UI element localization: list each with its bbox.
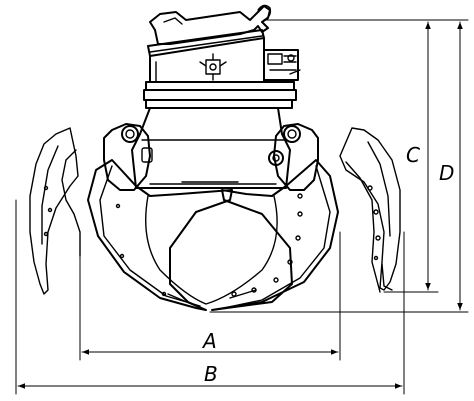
open-jaw-right: [339, 127, 401, 293]
grapple-body: [103, 107, 319, 191]
dimension-lines: [15, 19, 469, 395]
dimension-label-a: A: [201, 329, 217, 353]
dimension-label-b: B: [204, 362, 218, 386]
hydraulic-block: [263, 49, 301, 81]
dimension-label-c: C: [406, 143, 420, 167]
dimension-label-d: D: [439, 161, 454, 185]
rotator-mount: [143, 4, 301, 109]
closed-jaws: [87, 159, 339, 311]
rotator-fitting: [199, 53, 227, 81]
open-jaw-left: [29, 127, 81, 295]
